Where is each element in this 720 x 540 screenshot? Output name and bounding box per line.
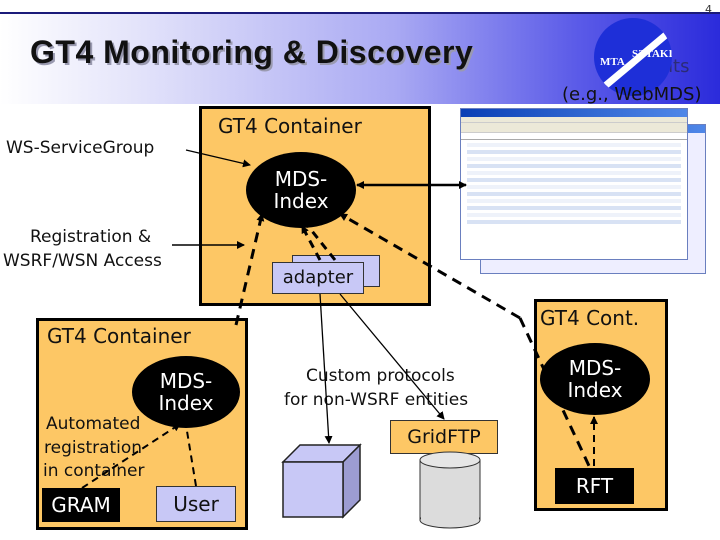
browser-menubar	[461, 117, 687, 123]
custom-protocols-line1: Custom protocols	[306, 366, 455, 386]
clients-example-label: (e.g., WebMDS)	[562, 84, 702, 105]
index-line2: Index	[273, 189, 329, 213]
index-line1: MDS-	[568, 356, 622, 380]
sztaki-logo: MTA SZTAKI	[594, 18, 672, 96]
content-row	[467, 178, 681, 182]
ws-servicegroup-label: WS-ServiceGroup	[6, 138, 155, 158]
registration-label-line1: Registration &	[30, 227, 152, 247]
content-row	[467, 220, 681, 224]
gram-box: GRAM	[42, 488, 120, 522]
content-row	[467, 206, 681, 210]
content-row	[467, 164, 681, 168]
index-line2: Index	[567, 378, 623, 402]
browser-address-bar	[461, 133, 687, 140]
index-line1: MDS-	[274, 167, 328, 191]
content-row	[467, 199, 681, 203]
index-line1: MDS-	[159, 369, 213, 393]
automated-label-line1: Automated	[46, 414, 141, 434]
resource-cube	[281, 443, 362, 519]
gridftp-label-box: GridFTP	[390, 420, 498, 454]
right-container-title: GT4 Cont.	[540, 306, 640, 330]
left-container-title: GT4 Container	[47, 324, 191, 348]
left-mds-index: MDS-Index	[132, 356, 240, 428]
browser-titlebar	[461, 109, 687, 117]
main-container-title: GT4 Container	[218, 114, 362, 138]
content-row	[467, 185, 681, 189]
gridftp-storage-cylinder	[419, 451, 481, 529]
user-box: User	[156, 486, 236, 522]
content-row	[467, 157, 681, 161]
logo-right-text: SZTAKI	[632, 48, 672, 60]
automated-label-line3: in container	[43, 461, 145, 481]
content-row	[467, 192, 681, 196]
right-mds-index: MDS-Index	[540, 343, 650, 415]
header-rule	[0, 12, 720, 14]
page-number: 4	[705, 3, 712, 16]
adapter-box: adapter	[272, 262, 364, 294]
browser-toolbar	[461, 123, 687, 133]
registration-label-line2: WSRF/WSN Access	[3, 251, 162, 271]
index-line2: Index	[158, 391, 214, 415]
content-row	[467, 171, 681, 175]
custom-protocols-line2: for non-WSRF entities	[284, 390, 469, 410]
logo-left-text: MTA	[600, 56, 625, 68]
rft-box: RFT	[555, 468, 634, 504]
webmds-browser-window	[460, 108, 688, 260]
content-row	[467, 150, 681, 154]
slide-title: GT4 Monitoring & Discovery	[30, 34, 474, 70]
content-row	[467, 213, 681, 217]
automated-label-line2: registration	[44, 438, 143, 458]
main-mds-index: MDS-Index	[246, 152, 356, 228]
content-row	[467, 143, 681, 147]
